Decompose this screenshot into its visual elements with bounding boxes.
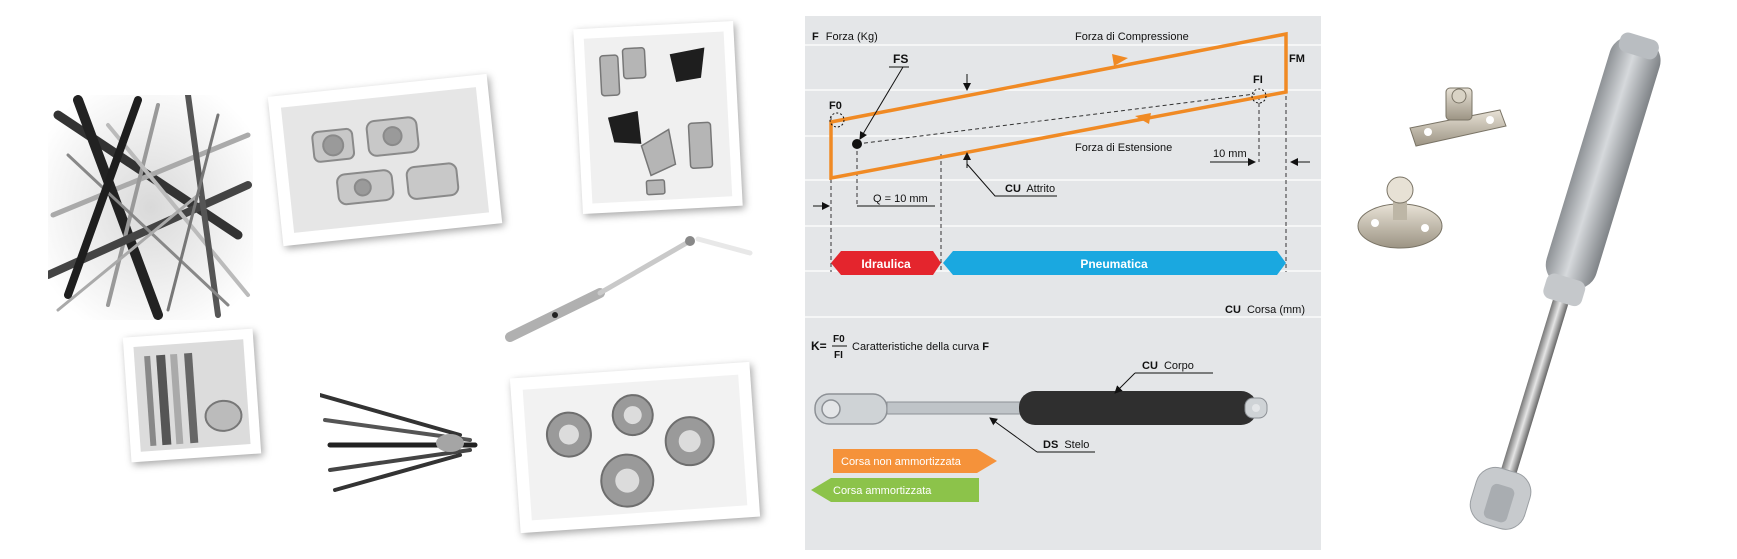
compression-arrowhead (1112, 54, 1128, 66)
undamped-stroke-label: Corsa non ammortizzata (841, 456, 962, 468)
compression-label: Forza di Compressione (1075, 31, 1189, 43)
k-formula: K= F0 FI Caratteristiche della curva F (811, 334, 989, 361)
svg-text:FI: FI (834, 350, 843, 361)
f0-marker (829, 112, 845, 128)
photo-fittings-frame (267, 73, 503, 247)
fi-label: FI (1253, 74, 1263, 86)
photo-brackets-frame (573, 20, 743, 215)
hydraulic-label: Idraulica (861, 257, 911, 271)
grid-lines (805, 44, 1321, 318)
photo-gas-spring-product (1330, 18, 1730, 548)
fs-leader (859, 66, 904, 140)
mounting-bracket-top (1409, 87, 1507, 147)
damped-stroke-arrow (811, 478, 979, 502)
pneumatic-banner (943, 251, 1286, 275)
photo-spring-fan (318, 385, 495, 495)
photo-gas-spring-pile (44, 92, 253, 320)
fm-label: FM (1289, 53, 1305, 65)
stroke-axis-label: CU Corsa (mm) (1225, 304, 1305, 316)
ten-mm-label: 10 mm (1213, 148, 1247, 160)
undamped-stroke-arrow (833, 449, 997, 473)
extension-label: Forza di Estensione (1075, 142, 1172, 154)
body-label: CU Corpo (1142, 360, 1194, 372)
fs-point (852, 139, 862, 149)
photo-end-fittings-frame (509, 361, 761, 534)
damped-stroke-label: Corsa ammortizzata (833, 485, 932, 497)
svg-text:Caratteristiche della curva F: Caratteristiche della curva F (852, 341, 989, 353)
photo-thin-gas-spring (500, 225, 760, 345)
body-leader (1114, 372, 1136, 394)
f0-label: F0 (829, 100, 842, 112)
guide-lines (830, 93, 1287, 272)
pneumatic-label: Pneumatica (1080, 257, 1148, 271)
rod-leader (989, 417, 1038, 453)
fs-label: FS (893, 52, 908, 66)
friction-label: CU Attrito (1005, 183, 1055, 195)
friction-leader (966, 163, 1057, 197)
svg-text:K=: K= (811, 339, 827, 353)
force-axis-label: F Forza (Kg) (812, 31, 878, 43)
ball-stud-bracket (1357, 176, 1443, 249)
svg-text:F0: F0 (833, 334, 845, 345)
extension-arrowhead (1135, 113, 1151, 124)
q-label: Q = 10 mm (873, 193, 928, 205)
rod-label: DS Stelo (1043, 439, 1089, 451)
fi-marker (1251, 88, 1267, 104)
photo-cylinders-frame (122, 328, 262, 463)
hydraulic-banner (831, 251, 941, 275)
gas-spring-drawing (814, 391, 1268, 425)
force-curve (829, 31, 1288, 181)
gas-spring-product (1469, 32, 1661, 530)
gas-spring-force-diagram: FS F0 FI FM F Forza (Kg) Forza di Compre… (805, 16, 1321, 550)
